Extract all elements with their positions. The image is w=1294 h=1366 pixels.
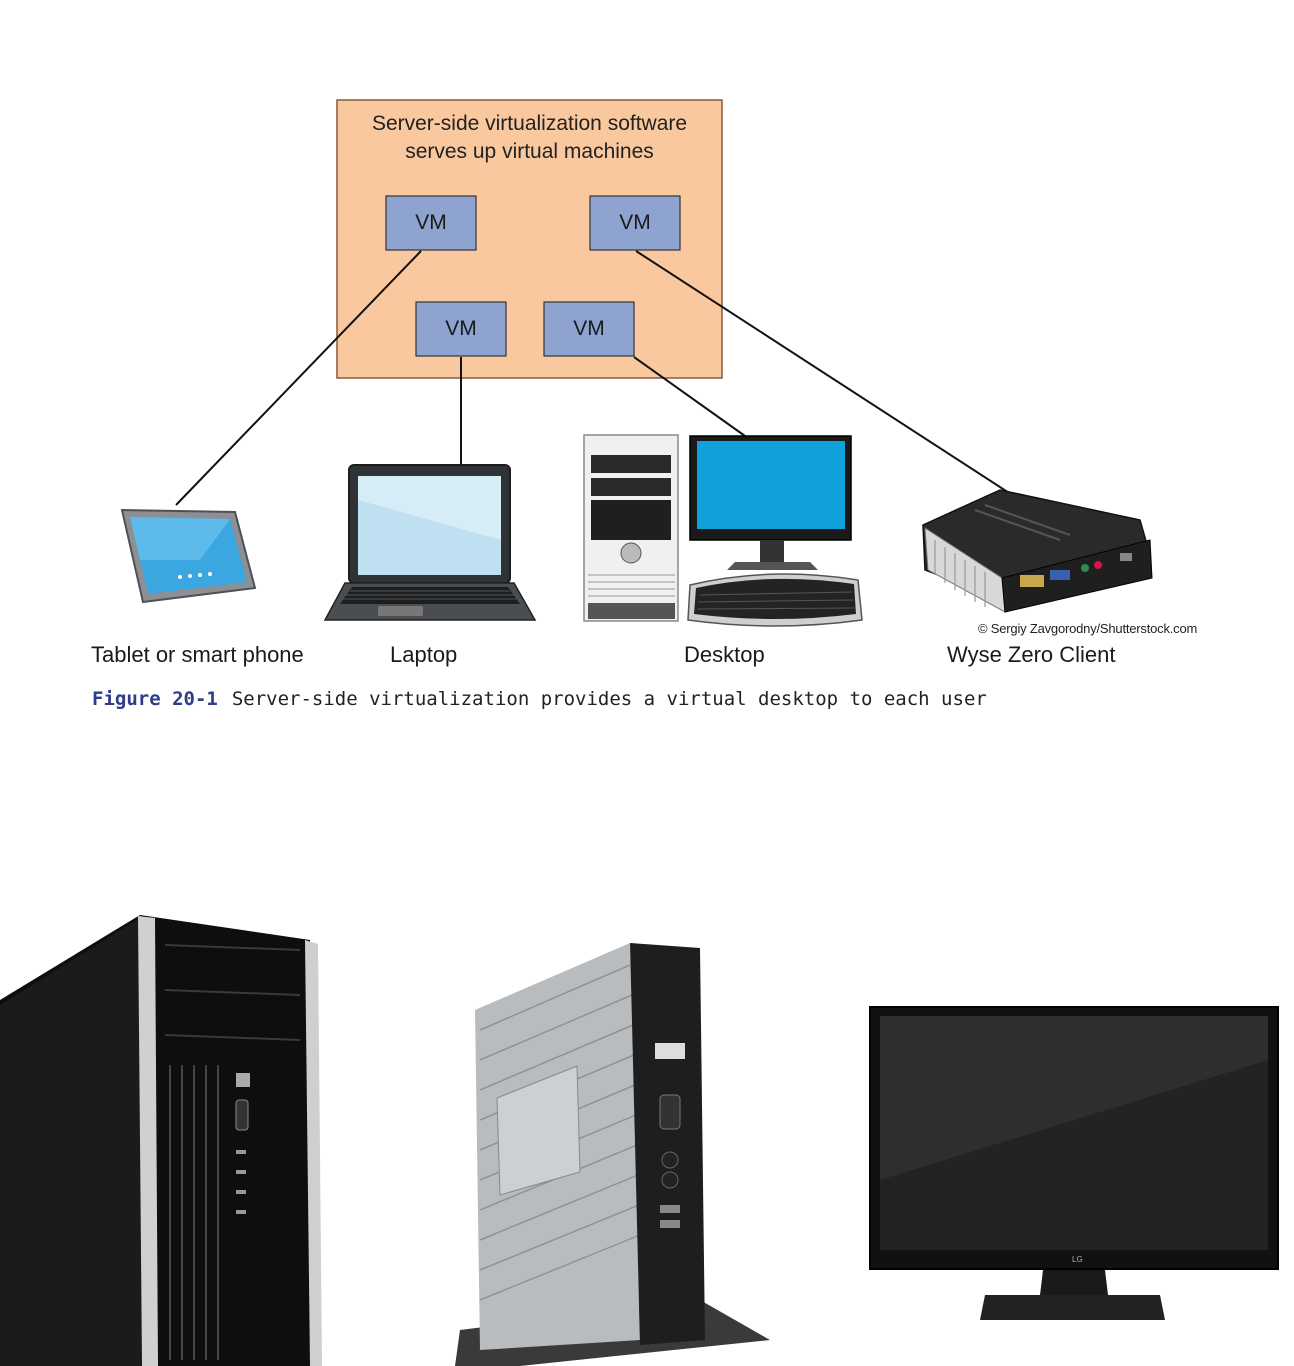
vm-label-3: VM: [445, 317, 477, 340]
vm-label-1: VM: [415, 211, 447, 234]
vm-box-1: [385, 195, 477, 251]
tablet-label: Tablet or smart phone: [91, 642, 304, 667]
vm-box-2: [589, 195, 681, 251]
figure-caption-text: Server-side virtualization provides a vi…: [231, 688, 987, 710]
svg-text:LG: LG: [1072, 1255, 1083, 1264]
thin-client-photo: [455, 943, 770, 1366]
lg-monitor-photo: LG: [869, 1006, 1279, 1320]
vm-label-2: VM: [619, 211, 651, 234]
photo-credit: © Sergiy Zavgorodny/Shutterstock.com: [978, 621, 1198, 636]
connector-zero-client: [635, 250, 1021, 501]
desktop-monitor-image: [689, 435, 852, 570]
tower-pc-photo: [0, 915, 322, 1366]
server-title-line-2: serves up virtual machines: [405, 140, 654, 163]
connector-tablet: [175, 250, 422, 506]
connector-desktop: [633, 356, 746, 437]
zero-client-label: Wyse Zero Client: [947, 642, 1116, 667]
vm-box-3: [415, 301, 507, 357]
desktop-label: Desktop: [684, 642, 765, 667]
figure-number: Figure 20-1: [92, 688, 218, 710]
keyboard-image: [687, 573, 863, 627]
laptop-label: Laptop: [390, 642, 458, 667]
figure-caption: Figure 20-1 Server-side virtualization pr…: [92, 688, 987, 710]
server-title-line-1: Server-side virtualization software: [371, 112, 688, 135]
vm-box-4: [543, 301, 635, 357]
desktop-tower-image: [583, 434, 679, 622]
vm-label-4: VM: [573, 317, 605, 340]
tablet-image: [120, 508, 257, 604]
laptop-image: [323, 464, 537, 621]
zero-client-image: [922, 489, 1153, 613]
server-title: Server-side virtualization software serv…: [337, 110, 722, 166]
